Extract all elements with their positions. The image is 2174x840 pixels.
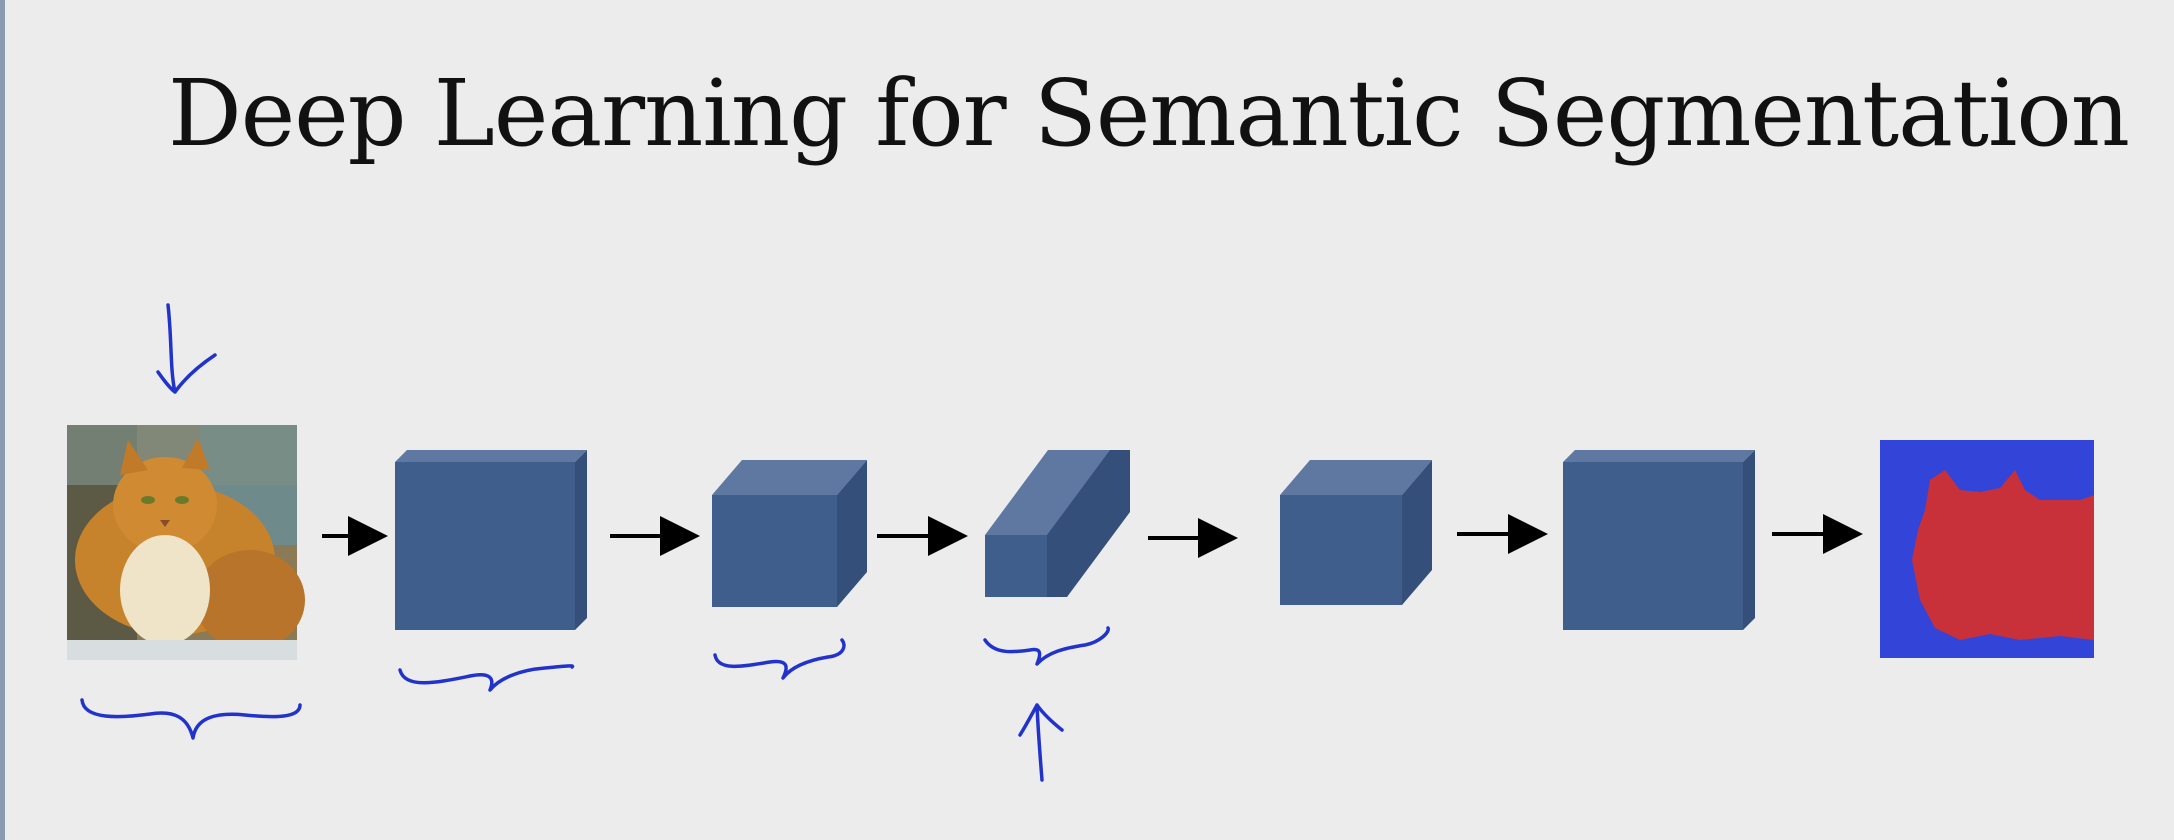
handwritten-annotations: [80, 303, 1110, 782]
feature-block-1: [395, 450, 587, 630]
brace-under-block-3: [983, 626, 1110, 666]
down-arrow-annotation: [156, 303, 217, 394]
feature-block-4: [1280, 460, 1432, 605]
feature-block-2: [712, 460, 867, 607]
slide-border: [0, 0, 5, 840]
up-arrow-annotation: [1018, 703, 1064, 782]
brace-under-block-2: [713, 638, 846, 680]
pipeline-arrows: [322, 514, 1863, 558]
feature-block-3: [985, 450, 1130, 597]
brace-under-block-1: [398, 664, 575, 692]
brace-under-image: [80, 698, 302, 740]
output-mask: [1880, 440, 2094, 658]
input-image: [67, 425, 305, 660]
slide-title: Deep Learning for Semantic Segmentation: [168, 60, 2130, 167]
feature-block-5: [1563, 450, 1755, 630]
